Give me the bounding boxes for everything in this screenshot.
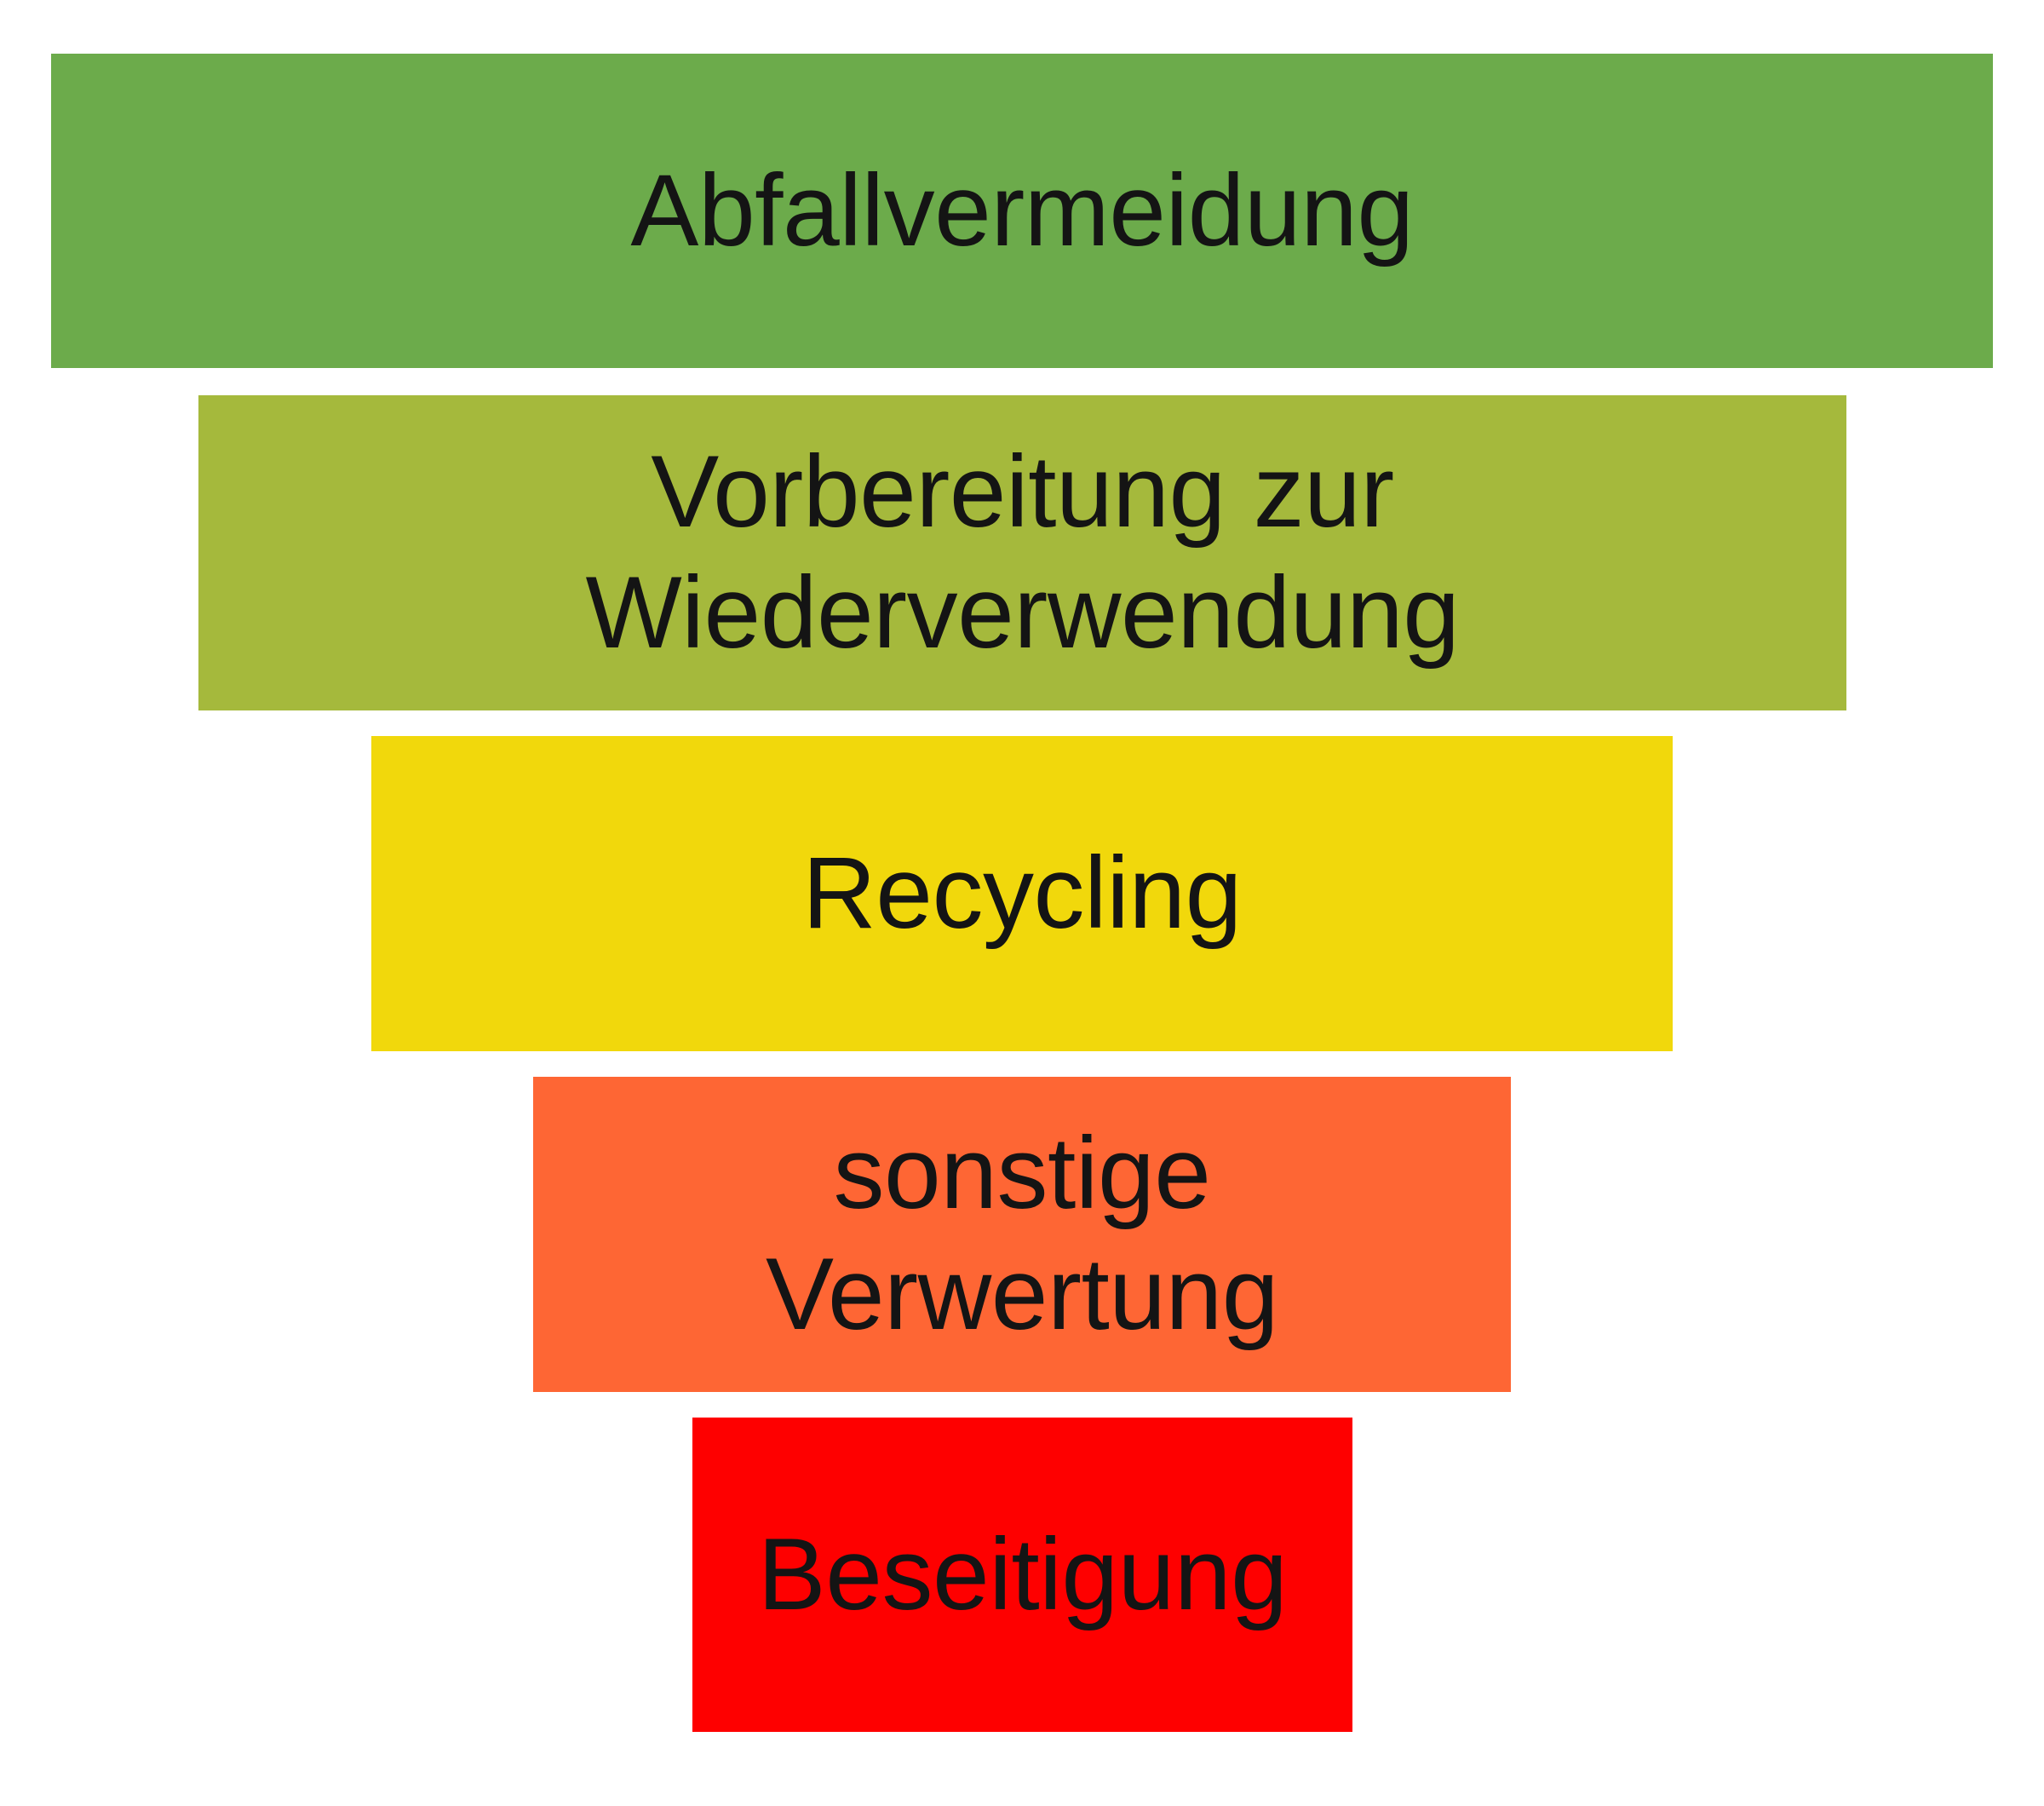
pyramid-level-label: Beseitigung: [757, 1516, 1288, 1631]
pyramid-level-label: Vorbereitung zur Wiederverwendung: [585, 434, 1460, 670]
pyramid-level-label: Recycling: [802, 836, 1242, 951]
pyramid-level-label: sonstige Verwertung: [765, 1116, 1279, 1351]
pyramid-level-abfallvermeidung: Abfallvermeidung: [51, 54, 1993, 368]
pyramid-level-recycling: Recycling: [371, 736, 1673, 1051]
pyramid-level-beseitigung: Beseitigung: [692, 1418, 1352, 1732]
pyramid-level-sonstige-verwertung: sonstige Verwertung: [533, 1077, 1511, 1392]
pyramid-level-label: Abfallvermeidung: [630, 152, 1414, 267]
pyramid-level-vorbereitung-zur-wiederverwendung: Vorbereitung zur Wiederverwendung: [198, 395, 1846, 710]
